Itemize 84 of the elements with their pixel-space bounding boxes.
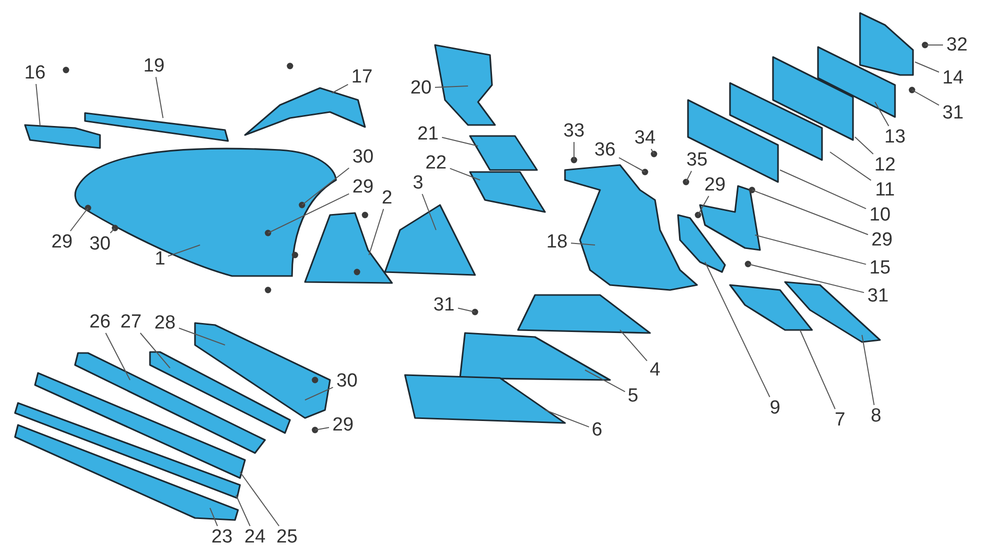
callout-number: 5 xyxy=(628,386,638,406)
callout-number: 29 xyxy=(704,176,726,194)
callout-number: 30 xyxy=(89,234,111,254)
callout-number: 6 xyxy=(592,420,602,440)
leader-line xyxy=(450,168,480,180)
callout-number: 27 xyxy=(120,312,142,332)
callout-number: 21 xyxy=(417,124,439,144)
callout-number: 30 xyxy=(336,372,358,390)
leader-line xyxy=(830,152,872,181)
callout-number: 12 xyxy=(874,156,896,174)
leader-line xyxy=(544,410,590,428)
leader-line xyxy=(570,242,596,246)
callout-number: 29 xyxy=(352,178,374,196)
callout-number: 23 xyxy=(211,528,233,546)
leader-line xyxy=(854,136,874,154)
callout-number: 4 xyxy=(650,360,660,380)
leader-line xyxy=(874,102,890,126)
leader-line xyxy=(912,90,940,106)
callout-number: 11 xyxy=(875,180,895,200)
callout-number: 30 xyxy=(352,148,374,166)
leader-line xyxy=(686,170,692,182)
callout-number: 1 xyxy=(154,250,166,268)
callout-number: 19 xyxy=(143,56,165,76)
callout-number: 13 xyxy=(884,128,906,146)
callout-number: 24 xyxy=(244,528,266,546)
leader-line xyxy=(105,332,130,380)
leader-line xyxy=(620,330,648,362)
callout-number: 8 xyxy=(870,406,882,426)
callout-number: 32 xyxy=(946,36,968,54)
callout-number: 35 xyxy=(686,150,708,170)
leader-line xyxy=(748,264,864,294)
leader-line xyxy=(752,190,868,236)
leader-line xyxy=(458,308,476,312)
callout-number: 29 xyxy=(51,232,73,252)
callout-number: 34 xyxy=(634,128,656,148)
leader-line xyxy=(302,168,350,206)
leader-line xyxy=(332,84,348,94)
callout-number: 29 xyxy=(871,230,893,250)
callout-number: 31 xyxy=(942,104,964,122)
callout-number: 31 xyxy=(867,286,889,306)
leader-line xyxy=(36,84,40,126)
callout-number: 36 xyxy=(594,140,616,160)
leader-line xyxy=(780,170,866,210)
leader-line xyxy=(862,334,875,406)
callout-number: 2 xyxy=(382,188,392,208)
callout-number: 25 xyxy=(276,528,298,546)
leader-line xyxy=(268,193,350,234)
leader-line xyxy=(584,370,626,392)
callout-number: 31 xyxy=(433,296,455,314)
callout-number: 3 xyxy=(412,174,424,192)
callout-number: 33 xyxy=(563,122,585,140)
leader-line xyxy=(178,328,226,346)
leader-line xyxy=(240,472,280,526)
leader-line xyxy=(754,234,866,265)
callout-number: 16 xyxy=(24,64,46,82)
callout-number: 15 xyxy=(869,258,891,278)
leader-line xyxy=(442,136,478,146)
leader-line xyxy=(422,194,436,230)
callout-number: 10 xyxy=(869,206,891,224)
leader-line xyxy=(368,208,384,256)
leader-line xyxy=(155,76,164,118)
leader-line xyxy=(800,330,836,410)
callout-number: 17 xyxy=(351,68,373,86)
leader-line xyxy=(618,157,646,172)
leader-line xyxy=(110,228,116,234)
leader-line xyxy=(704,262,770,398)
leader-line xyxy=(70,208,88,232)
leader-line xyxy=(210,508,218,526)
leader-line xyxy=(698,196,710,216)
callout-number: 20 xyxy=(410,78,432,98)
leader-line xyxy=(914,62,940,73)
leader-line xyxy=(140,332,170,368)
leader-line xyxy=(314,427,330,430)
leader-line xyxy=(236,494,251,526)
callout-number: 29 xyxy=(332,416,354,434)
callout-number: 28 xyxy=(154,314,176,332)
callout-number: 7 xyxy=(834,410,846,430)
callout-number: 26 xyxy=(89,312,111,332)
leader-line xyxy=(650,148,654,154)
callout-number: 18 xyxy=(546,232,568,252)
leader-line xyxy=(924,44,944,46)
callout-number: 14 xyxy=(942,68,964,88)
callout-number: 22 xyxy=(425,154,447,172)
callout-number: 9 xyxy=(770,398,780,418)
